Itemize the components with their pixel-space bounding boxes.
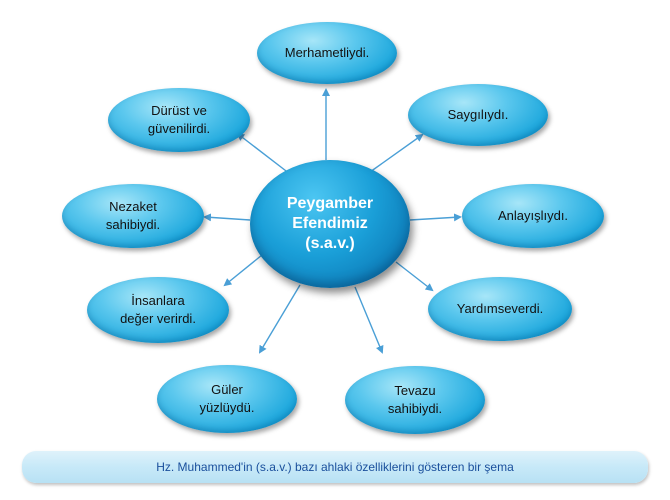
node-insanlara-deger: İnsanlara değer verirdi. — [87, 277, 229, 343]
arrow-to-yardimsever — [395, 261, 434, 292]
arrow-to-guler-yuzlu — [258, 284, 301, 354]
caption-text: Hz. Muhammed'in (s.a.v.) bazı ahlaki öze… — [156, 460, 514, 474]
node-saygili: Saygılıydı. — [408, 84, 548, 146]
node-anlayisli: Anlayışlıydı. — [462, 184, 604, 248]
arrow-to-insanlara-deger — [223, 254, 263, 287]
node-guler-yuzlu: Güler yüzlüydü. — [157, 365, 297, 433]
node-yardimsever: Yardımseverdi. — [428, 277, 572, 341]
node-merhametli: Merhametliydi. — [257, 22, 397, 84]
node-durust: Dürüst ve güvenilirdi. — [108, 88, 250, 152]
arrow-to-saygili — [369, 133, 424, 173]
arrow-to-nezaket — [203, 213, 251, 222]
node-tevazu: Tevazu sahibiydi. — [345, 366, 485, 434]
arrow-to-durust — [236, 132, 291, 175]
arrow-to-anlayisli — [409, 213, 462, 222]
node-nezaket: Nezaket sahibiydi. — [62, 184, 204, 248]
center-node: Peygamber Efendimiz (s.a.v.) — [250, 160, 410, 288]
caption-bar: Hz. Muhammed'in (s.a.v.) bazı ahlaki öze… — [22, 451, 648, 483]
arrow-to-tevazu — [354, 286, 384, 354]
